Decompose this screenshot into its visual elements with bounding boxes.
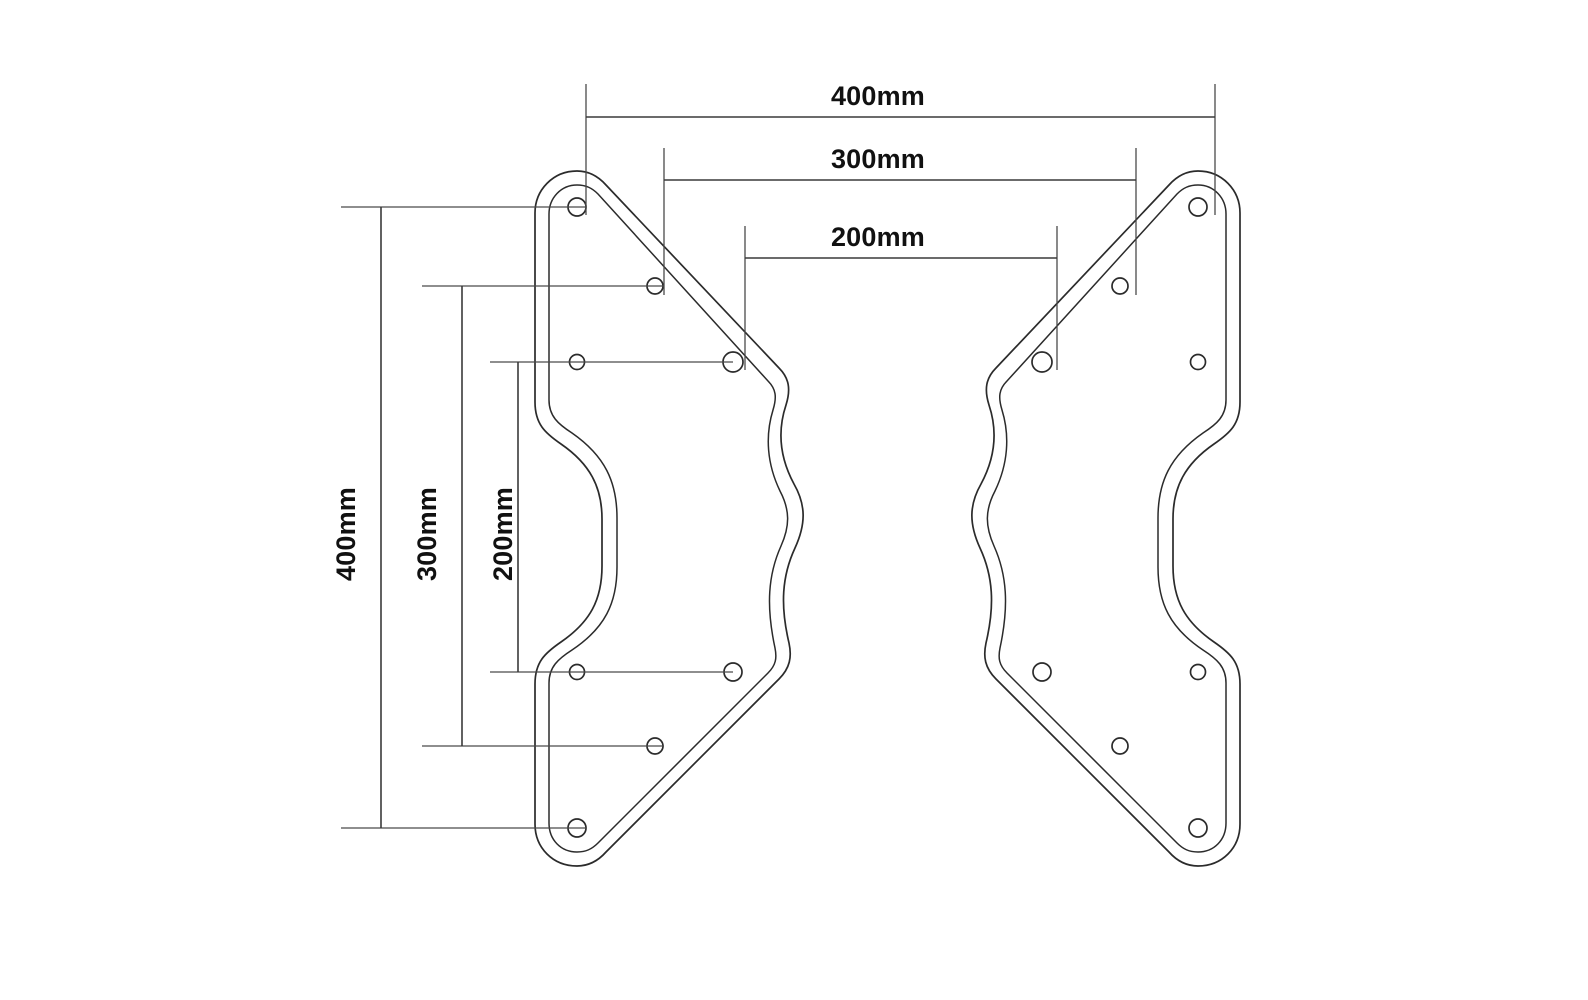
dimension-label-400mm-vertical: 400mm [331,487,361,581]
dimension-400mm-vertical: 400mm [331,206,586,829]
dimension-label-300mm-horizontal: 300mm [831,144,925,174]
hole [1111,737,1129,755]
dimension-200mm-horizontal: 200mm [744,222,1058,370]
dimension-300mm-vertical: 300mm [412,285,664,747]
hole [1189,663,1207,681]
hole [1111,277,1129,295]
dimension-300mm-horizontal: 300mm [663,144,1137,295]
right-bracket [971,170,1241,867]
right-bracket-holes [1031,197,1208,838]
left-bracket-outline [534,170,804,867]
right-bracket-outline [971,170,1241,867]
left-bracket [534,170,804,867]
dimension-label-400mm-horizontal: 400mm [831,81,925,111]
left-bracket-inner-contour [548,184,789,853]
dimension-400mm-horizontal: 400mm [585,81,1216,215]
hole [1189,353,1207,371]
hole [1188,197,1208,217]
hole [1031,351,1053,373]
right-bracket-inner-contour [986,184,1227,853]
dimension-label-200mm-horizontal: 200mm [831,222,925,252]
hole [1032,662,1052,682]
dimension-label-300mm-vertical: 300mm [412,487,442,581]
dimension-label-200mm-vertical: 200mm [488,487,518,581]
dimension-200mm-vertical: 200mm [488,361,733,673]
hole [1188,818,1208,838]
